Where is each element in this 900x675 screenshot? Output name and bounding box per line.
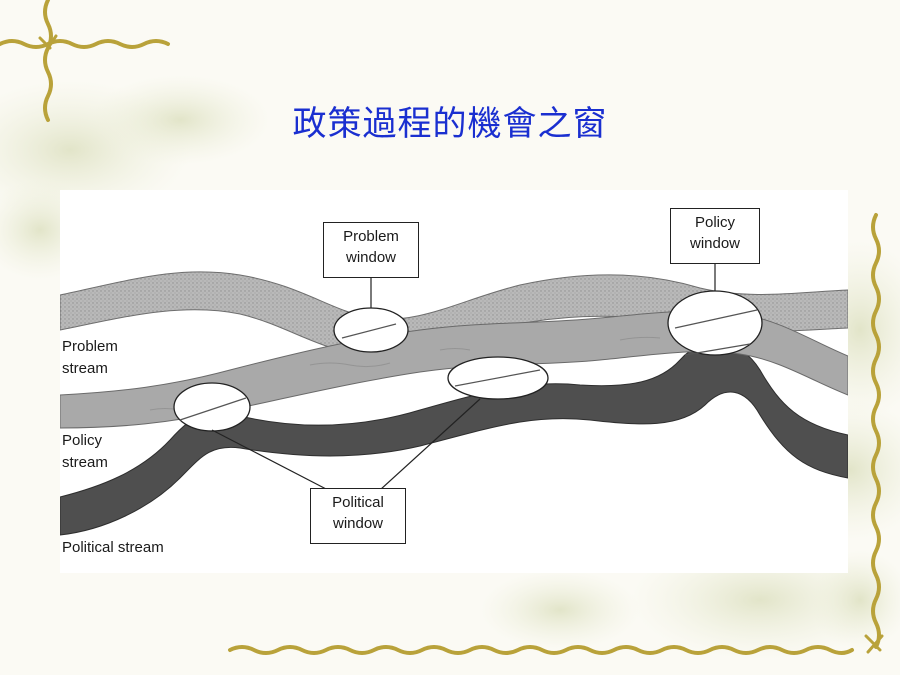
window-connector-lines xyxy=(211,264,716,491)
band-texture xyxy=(149,336,661,411)
slide-title: 政策過程的機會之窗 xyxy=(292,104,608,144)
right-wavy-border xyxy=(871,213,881,649)
political-window-ellipse-left xyxy=(173,382,251,432)
problem-stream-label-line2: stream xyxy=(62,360,108,377)
political-window-label: Political window xyxy=(310,488,406,544)
policy-window-ellipse xyxy=(667,290,763,356)
problem-window-ellipse xyxy=(333,307,409,353)
problem-window-label-line1: Problem xyxy=(343,228,399,245)
problem-stream-label: Problem stream xyxy=(62,336,118,380)
political-window-label-line2: window xyxy=(332,515,384,532)
policy-stream-label-line2: stream xyxy=(62,454,108,471)
political-stream-label-line1: Political stream xyxy=(62,539,164,556)
problem-stream-band xyxy=(60,271,848,356)
policy-window-label: Policy window xyxy=(670,208,760,264)
multiple-streams-figure: Problem window Policy window Political w… xyxy=(60,190,848,573)
policy-window-label-line1: Policy xyxy=(694,214,735,231)
political-window-ellipse-center xyxy=(447,356,549,400)
policy-stream-label: Policy stream xyxy=(62,430,108,474)
problem-window-label-line2: window xyxy=(345,249,397,266)
political-window-label-line1: Political xyxy=(332,494,384,511)
top-left-wavy-border xyxy=(0,0,170,122)
political-stream-label: Political stream xyxy=(62,537,164,559)
policy-stream-label-line1: Policy xyxy=(62,432,103,449)
problem-stream-label-line1: Problem xyxy=(62,338,118,355)
political-stream-band xyxy=(60,341,848,536)
bottom-wavy-border xyxy=(228,634,884,655)
policy-window-label-line2: window xyxy=(689,235,741,252)
streams-diagram xyxy=(60,264,848,536)
problem-window-label: Problem window xyxy=(323,222,419,278)
